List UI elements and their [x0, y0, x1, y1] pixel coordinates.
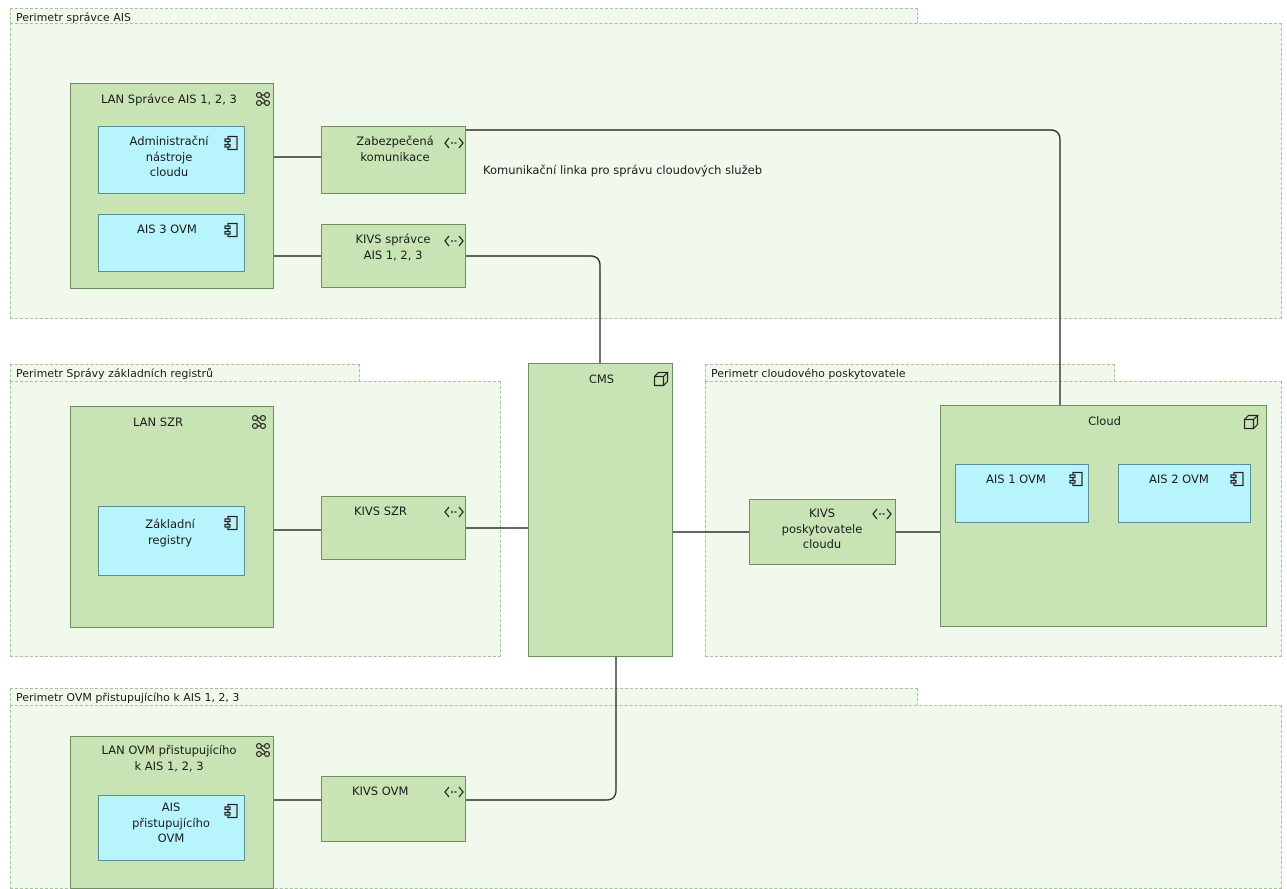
ais-access-label: AIS přistupujícího OVM: [132, 800, 210, 846]
ais1-component[interactable]: AIS 1 OVM: [955, 464, 1089, 523]
interface-icon: [872, 508, 892, 520]
line-kivs-ovm-cms: [465, 657, 617, 801]
node-icon: [1243, 414, 1259, 430]
registers-label: Základní registry: [145, 517, 195, 547]
network-icon: [255, 742, 271, 758]
network-icon: [255, 91, 271, 107]
ais-access-component[interactable]: AIS přistupujícího OVM: [98, 795, 245, 861]
lan-ovm-label: LAN OVM přistupujícího k AIS 1, 2, 3: [101, 743, 237, 773]
component-icon: [1069, 471, 1083, 487]
ais2-component[interactable]: AIS 2 OVM: [1118, 464, 1251, 523]
kivs-admin-label: KIVS správce AIS 1, 2, 3: [355, 232, 431, 262]
kivs-ovm-node[interactable]: KIVS OVM: [321, 776, 466, 842]
cms-node[interactable]: CMS: [528, 363, 673, 657]
component-icon: [1230, 471, 1244, 487]
kivs-szr-node[interactable]: KIVS SZR: [321, 496, 466, 560]
component-icon: [224, 135, 238, 151]
connection-label: Komunikační linka pro správu cloudových …: [483, 163, 763, 177]
kivs-szr-label: KIVS SZR: [354, 504, 407, 518]
admin-tools-label: Administrační nástroje cloudu: [129, 134, 209, 180]
interface-icon: [444, 137, 464, 149]
cloud-label: Cloud: [1088, 414, 1121, 428]
interface-icon: [444, 506, 464, 518]
lan-szr-label: LAN SZR: [133, 415, 183, 429]
node-icon: [653, 371, 669, 387]
interface-icon: [444, 235, 464, 247]
perimeter-ovm-title: Perimetr OVM přistupujícího k AIS 1, 2, …: [16, 691, 240, 704]
registers-component[interactable]: Základní registry: [98, 506, 245, 576]
ais3-component[interactable]: AIS 3 OVM: [98, 214, 245, 272]
line-kivs-admin-cms: [465, 255, 601, 363]
perimeter-cloud-tab: Perimetr cloudového poskytovatele: [705, 364, 1115, 382]
perimeter-szr-title: Perimetr Správy základních registrů: [16, 367, 213, 380]
ais2-label: AIS 2 OVM: [1149, 472, 1209, 486]
perimeter-szr-tab: Perimetr Správy základních registrů: [10, 364, 360, 382]
lan-admin-label: LAN Správce AIS 1, 2, 3: [101, 92, 237, 106]
cms-label: CMS: [588, 372, 615, 386]
perimeter-cloud-title: Perimetr cloudového poskytovatele: [711, 367, 906, 380]
kivs-admin-node[interactable]: KIVS správce AIS 1, 2, 3: [321, 224, 466, 288]
admin-tools-component[interactable]: Administrační nástroje cloudu: [98, 126, 245, 194]
perimeter-admin-title: Perimetr správce AIS: [16, 11, 131, 24]
kivs-cloud-node[interactable]: KIVS poskytovatele cloudu: [749, 499, 896, 565]
perimeter-admin-tab: Perimetr správce AIS: [10, 8, 918, 24]
component-icon: [224, 222, 238, 238]
kivs-ovm-label: KIVS OVM: [352, 784, 409, 798]
line-secure-comm-cloud: [465, 129, 1061, 405]
component-icon: [224, 515, 238, 531]
ais3-label: AIS 3 OVM: [137, 222, 197, 236]
interface-icon: [444, 786, 464, 798]
network-icon: [251, 414, 267, 430]
kivs-cloud-label: KIVS poskytovatele cloudu: [781, 506, 863, 552]
perimeter-ovm-tab: Perimetr OVM přistupujícího k AIS 1, 2, …: [10, 688, 918, 706]
secure-comm-node[interactable]: Zabezpečená komunikace: [321, 126, 466, 194]
secure-comm-label: Zabezpečená komunikace: [356, 134, 434, 164]
ais1-label: AIS 1 OVM: [986, 472, 1046, 486]
component-icon: [224, 803, 238, 819]
